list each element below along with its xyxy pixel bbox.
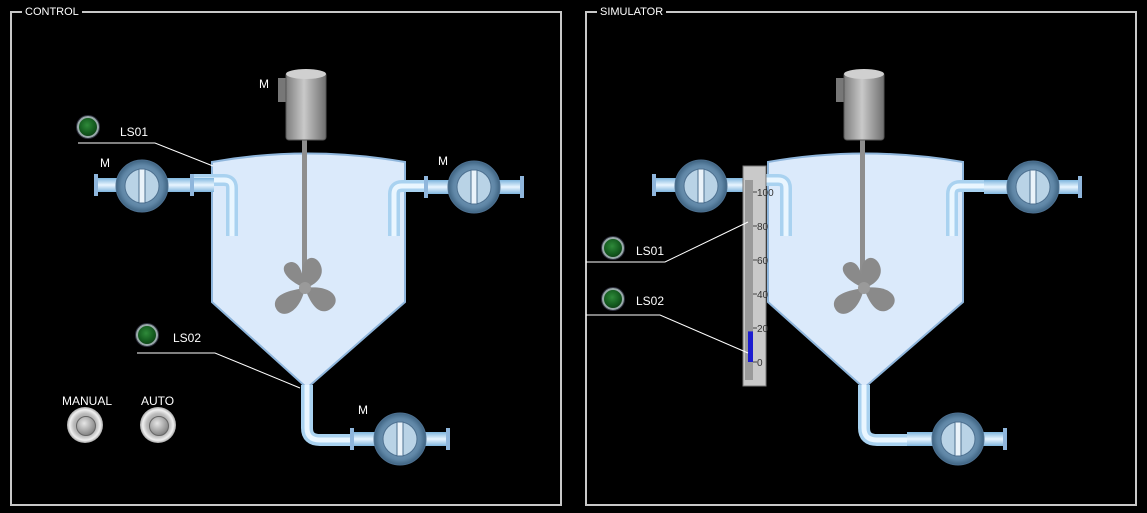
gauge-tick-label: 60 <box>757 256 769 267</box>
control-propeller-icon <box>274 257 336 314</box>
gauge-tick-label: 20 <box>757 324 769 335</box>
control-panel-title: CONTROL <box>22 5 82 19</box>
gauge-tick-label: 40 <box>757 290 769 301</box>
sim-level-gauge[interactable]: 100 80 60 40 20 0 <box>742 165 774 387</box>
sim-agitator-shaft <box>860 140 865 290</box>
control-mixer-motor-icon <box>278 69 327 141</box>
control-agitator-shaft <box>302 140 307 290</box>
manual-button-label: MANUAL <box>62 394 113 408</box>
simulator-panel: SIMULATOR <box>585 5 1137 506</box>
auto-button-label: AUTO <box>141 394 175 408</box>
auto-button[interactable] <box>140 407 176 443</box>
control-pump-right-label: M <box>438 154 448 168</box>
control-ls01-label: LS01 <box>120 125 149 139</box>
sim-level-gauge-ticks: 100 80 60 40 20 0 <box>753 188 774 369</box>
gauge-tick-label: 0 <box>757 358 763 369</box>
control-motor-label: M <box>259 77 269 91</box>
control-ls02-label: LS02 <box>173 331 202 345</box>
control-ls02-leader-line <box>137 352 301 389</box>
sim-level-gauge-fill <box>748 331 753 362</box>
manual-button[interactable] <box>67 407 103 443</box>
gauge-tick-label: 80 <box>757 222 769 233</box>
control-ls01-lamp <box>77 116 99 138</box>
sim-mixer-motor-icon <box>836 69 885 141</box>
sim-ls01-leader-line <box>586 221 749 263</box>
simulator-panel-title: SIMULATOR <box>597 5 667 19</box>
control-pump-left-label: M <box>100 156 110 170</box>
control-pump-right[interactable] <box>424 160 524 214</box>
control-pump-bottom[interactable] <box>350 412 450 466</box>
sim-propeller-icon <box>833 257 895 314</box>
sim-ls01-lamp[interactable] <box>602 237 624 259</box>
sim-tank-group <box>750 69 990 446</box>
sim-pump-bottom <box>907 412 1007 466</box>
control-tank-group <box>190 69 430 446</box>
sim-ls01-label: LS01 <box>636 244 665 258</box>
control-ls01-leader-line <box>78 142 214 167</box>
control-ls02-lamp <box>136 324 158 346</box>
control-pump-left[interactable] <box>94 159 214 213</box>
control-panel: CONTROL <box>10 5 562 506</box>
sim-pump-left <box>652 159 762 213</box>
sim-ls02-leader-line <box>586 314 749 354</box>
sim-pump-right <box>984 160 1082 214</box>
gauge-tick-label: 100 <box>757 188 774 199</box>
control-pump-bottom-label: M <box>358 403 368 417</box>
sim-ls02-lamp[interactable] <box>602 288 624 310</box>
sim-ls02-label: LS02 <box>636 294 665 308</box>
sim-outlet-pipe <box>858 385 913 446</box>
control-outlet-pipe <box>301 385 356 446</box>
